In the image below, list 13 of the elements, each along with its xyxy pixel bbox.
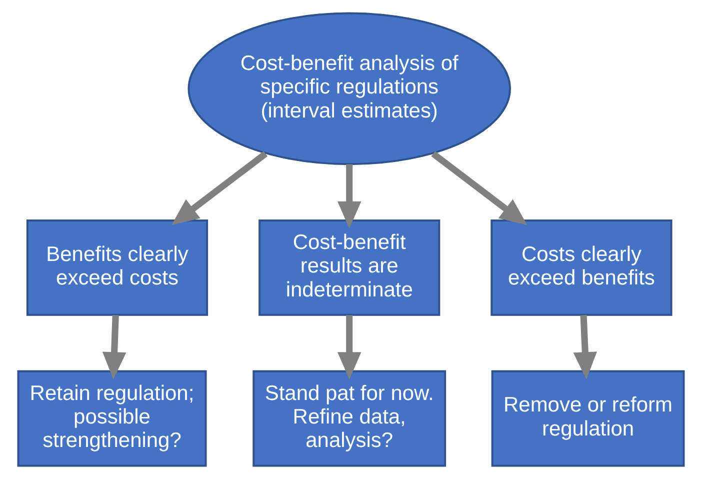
arrow: [102, 314, 126, 380]
node-box: Retain regulation; possible strengthening?: [17, 370, 207, 467]
node-box: Stand pat for now. Refine data, analysis?: [252, 370, 446, 467]
arrow: [337, 315, 362, 380]
arrow: [172, 151, 268, 226]
node-ellipse: Cost-benefit analysis of specific regulations (interval estimates): [188, 12, 511, 166]
arrow: [431, 151, 528, 226]
node-box: Remove or reform regulation: [491, 370, 685, 467]
node-box: Cost-benefit results are indeterminate: [258, 220, 440, 316]
node-box: Costs clearly exceed benefits: [490, 220, 672, 316]
arrow: [337, 164, 362, 229]
node-box: Benefits clearly exceed costs: [26, 220, 208, 316]
arrow: [573, 314, 598, 380]
